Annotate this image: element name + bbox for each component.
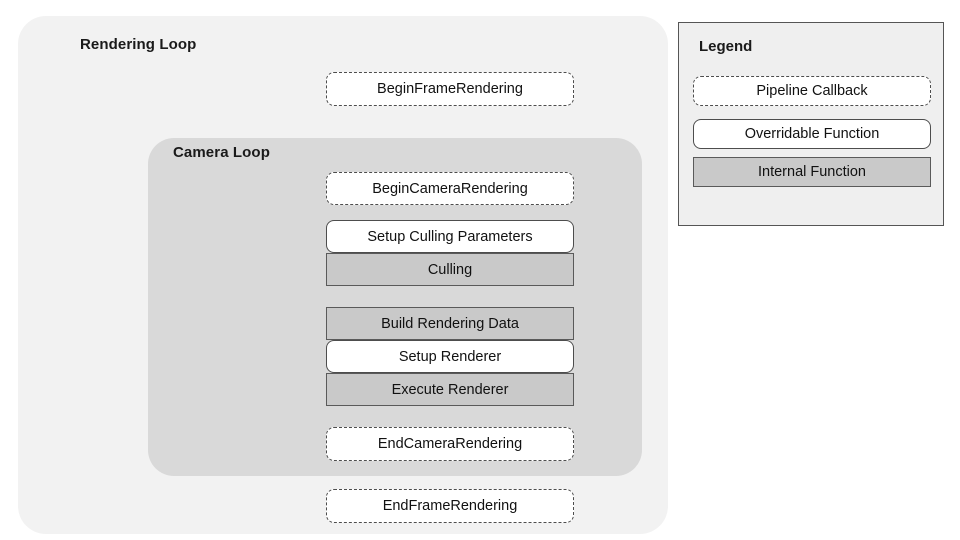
node-label: BeginCameraRendering [372,180,528,197]
legend-item-overridable-function: Overridable Function [693,119,931,149]
legend-item-pipeline-callback: Pipeline Callback [693,76,931,106]
node-begin-frame-rendering[interactable]: BeginFrameRendering [326,72,574,106]
node-label: Execute Renderer [391,381,509,398]
node-begin-camera-rendering[interactable]: BeginCameraRendering [326,172,574,205]
node-setup-renderer[interactable]: Setup Renderer [326,340,574,373]
node-label: BeginFrameRendering [377,81,523,97]
camera-loop-title: Camera Loop [173,144,270,161]
legend-item-label: Overridable Function [744,126,880,142]
node-end-camera-rendering[interactable]: EndCameraRendering [326,427,574,461]
legend-panel: Legend Pipeline Callback Overridable Fun… [678,22,944,226]
legend-item-label: Internal Function [757,164,866,180]
node-label: EndCameraRendering [377,436,523,452]
node-label: EndFrameRendering [382,498,518,514]
legend-title: Legend [699,38,753,55]
legend-item-internal-function: Internal Function [693,157,931,187]
node-end-frame-rendering[interactable]: EndFrameRendering [326,489,574,523]
legend-item-label: Pipeline Callback [756,83,868,99]
rendering-loop-title: Rendering Loop [80,36,197,53]
node-build-rendering-data[interactable]: Build Rendering Data [326,307,574,340]
node-execute-renderer[interactable]: Execute Renderer [326,373,574,406]
node-label: Setup Culling Parameters [367,228,533,245]
node-setup-culling-parameters[interactable]: Setup Culling Parameters [326,220,574,253]
node-culling[interactable]: Culling [326,253,574,286]
node-label: Setup Renderer [398,348,502,365]
node-label: Culling [427,261,473,278]
node-label: Build Rendering Data [381,315,519,332]
